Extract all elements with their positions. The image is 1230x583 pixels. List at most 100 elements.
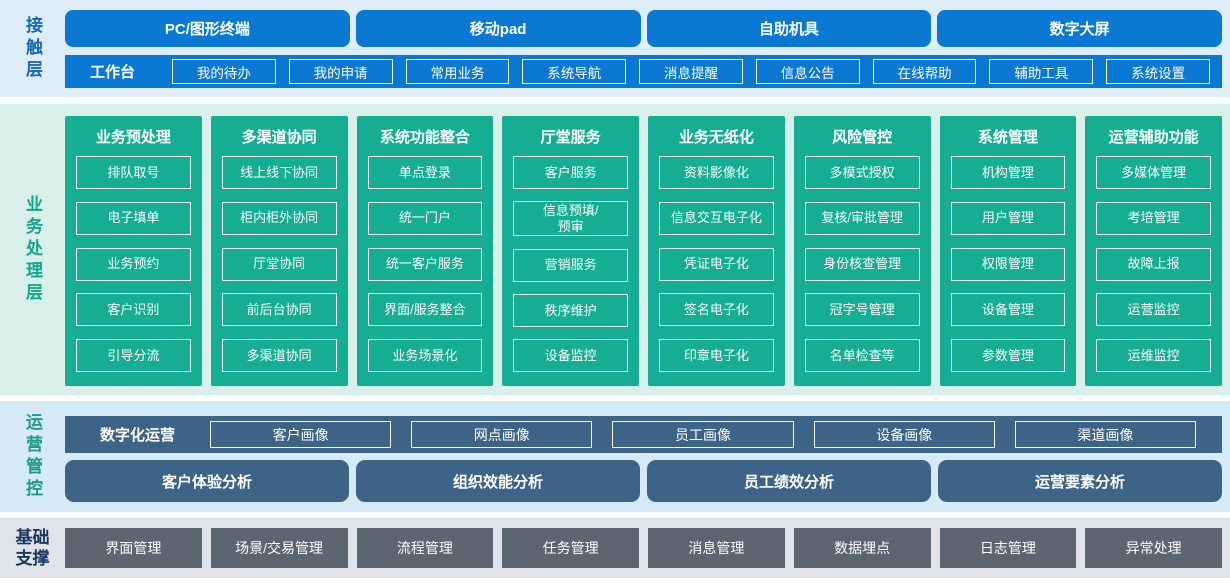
- workbench-bar: 工作台 我的待办我的申请常用业务系统导航消息提醒信息公告在线帮助辅助工具系统设置: [65, 55, 1222, 88]
- channel-button[interactable]: 数字大屏: [937, 10, 1222, 47]
- foundation-item[interactable]: 场景/交易管理: [210, 528, 348, 568]
- workbench-item[interactable]: 我的待办: [172, 59, 276, 84]
- workbench-item[interactable]: 系统设置: [1106, 59, 1211, 84]
- column-title: 业务预处理: [95, 128, 171, 146]
- column-items: 单点登录统一门户统一客户服务界面/服务整合业务场景化: [367, 156, 483, 386]
- digital-ops-label: 数字化运营: [99, 427, 175, 444]
- column-item[interactable]: 故障上报: [1096, 247, 1211, 281]
- column-item[interactable]: 凭证电子化: [659, 247, 774, 281]
- operations-label: 运营管控: [23, 412, 42, 501]
- foundation-item[interactable]: 异常处理: [1085, 528, 1222, 568]
- column-item[interactable]: 营销服务: [513, 248, 628, 282]
- column-item[interactable]: 引导分流: [76, 339, 191, 372]
- business-content: 业务预处理排队取号电子填单业务预约客户识别引导分流多渠道协同线上线下协同柜内柜外…: [65, 104, 1230, 395]
- workbench-item[interactable]: 消息提醒: [639, 59, 743, 84]
- workbench-items: 我的待办我的申请常用业务系统导航消息提醒信息公告在线帮助辅助工具系统设置: [172, 59, 1211, 84]
- business-column: 业务无纸化资料影像化信息交互电子化凭证电子化签名电子化印章电子化: [648, 116, 785, 386]
- column-item[interactable]: 印章电子化: [659, 339, 774, 372]
- column-item[interactable]: 多渠道协同: [221, 339, 337, 372]
- business-column: 风险管控多模式授权复核/审批管理身份核查管理冠字号管理名单检查等: [793, 116, 931, 386]
- foundation-item[interactable]: 数据埋点: [793, 528, 931, 568]
- column-item[interactable]: 多媒体管理: [1096, 156, 1211, 189]
- business-layer-section: 业务处理层 业务预处理排队取号电子填单业务预约客户识别引导分流多渠道协同线上线下…: [0, 104, 1230, 395]
- column-item[interactable]: 统一客户服务: [367, 247, 483, 281]
- business-column: 系统管理机构管理用户管理权限管理设备管理参数管理: [939, 116, 1077, 386]
- workbench-item[interactable]: 常用业务: [405, 59, 510, 84]
- column-item[interactable]: 信息交互电子化: [659, 201, 774, 235]
- column-item[interactable]: 客户服务: [513, 156, 628, 189]
- business-layer-label-wrap: 业务处理层: [0, 104, 65, 395]
- column-item[interactable]: 运维监控: [1096, 339, 1211, 372]
- operations-section: 运营管控 数字化运营 客户画像网点画像员工画像设备画像渠道画像 客户体验分析组织…: [0, 401, 1230, 512]
- column-item[interactable]: 业务场景化: [367, 339, 483, 372]
- column-item[interactable]: 权限管理: [950, 247, 1066, 281]
- column-item[interactable]: 线上线下协同: [221, 156, 337, 189]
- column-item[interactable]: 运营监控: [1096, 293, 1211, 327]
- column-item[interactable]: 参数管理: [950, 339, 1066, 372]
- workbench-item[interactable]: 我的申请: [288, 59, 393, 84]
- foundation-section: 基础支撑 界面管理场景/交易管理流程管理任务管理消息管理数据埋点日志管理异常处理: [0, 518, 1230, 578]
- foundation-item[interactable]: 消息管理: [648, 528, 785, 568]
- analysis-row: 客户体验分析组织效能分析员工绩效分析运营要素分析: [65, 460, 1222, 502]
- channel-button[interactable]: 自助机具: [646, 10, 932, 47]
- analysis-item[interactable]: 运营要素分析: [938, 460, 1222, 502]
- column-item[interactable]: 设备监控: [513, 339, 628, 372]
- foundation-item[interactable]: 日志管理: [939, 528, 1077, 568]
- column-item[interactable]: 多模式授权: [804, 156, 920, 189]
- portrait-item[interactable]: 客户画像: [210, 421, 392, 448]
- column-item[interactable]: 前后台协同: [221, 293, 337, 327]
- channel-button[interactable]: 移动pad: [355, 10, 641, 47]
- column-item[interactable]: 机构管理: [950, 156, 1066, 189]
- portrait-item[interactable]: 设备画像: [813, 421, 995, 448]
- business-layer-label: 业务处理层: [23, 194, 42, 305]
- column-item[interactable]: 秩序维护: [513, 293, 628, 327]
- channel-button[interactable]: PC/图形终端: [65, 10, 350, 47]
- operations-label-wrap: 运营管控: [0, 401, 65, 512]
- column-items: 线上线下协同柜内柜外协同厅堂协同前后台协同多渠道协同: [221, 156, 337, 386]
- column-item[interactable]: 界面/服务整合: [367, 293, 483, 327]
- column-item[interactable]: 名单检查等: [804, 339, 920, 372]
- column-item[interactable]: 单点登录: [367, 156, 483, 189]
- column-item[interactable]: 用户管理: [950, 201, 1066, 235]
- analysis-item[interactable]: 客户体验分析: [65, 460, 349, 502]
- column-items: 资料影像化信息交互电子化凭证电子化签名电子化印章电子化: [659, 156, 774, 386]
- column-item[interactable]: 冠字号管理: [804, 293, 920, 327]
- workbench-item[interactable]: 辅助工具: [989, 59, 1094, 84]
- column-item[interactable]: 柜内柜外协同: [221, 201, 337, 235]
- contact-layer-label-wrap: 接触层: [0, 0, 65, 97]
- workbench-item[interactable]: 系统导航: [522, 59, 627, 84]
- column-title: 厅堂服务: [540, 128, 601, 146]
- analysis-item[interactable]: 员工绩效分析: [647, 460, 931, 502]
- foundation-row: 界面管理场景/交易管理流程管理任务管理消息管理数据埋点日志管理异常处理: [65, 528, 1222, 568]
- column-item[interactable]: 电子填单: [76, 201, 191, 235]
- portrait-item[interactable]: 网点画像: [411, 421, 593, 448]
- column-item[interactable]: 签名电子化: [659, 293, 774, 327]
- analysis-item[interactable]: 组织效能分析: [356, 460, 640, 502]
- foundation-item[interactable]: 界面管理: [65, 528, 202, 568]
- column-item[interactable]: 厅堂协同: [221, 247, 337, 281]
- foundation-item[interactable]: 流程管理: [356, 528, 494, 568]
- column-item[interactable]: 身份核查管理: [804, 247, 920, 281]
- column-item[interactable]: 业务预约: [76, 247, 191, 281]
- business-column: 业务预处理排队取号电子填单业务预约客户识别引导分流: [65, 116, 202, 386]
- operations-content: 数字化运营 客户画像网点画像员工画像设备画像渠道画像 客户体验分析组织效能分析员…: [65, 401, 1230, 512]
- workbench-item[interactable]: 信息公告: [755, 59, 860, 84]
- business-column: 运营辅助功能多媒体管理考培管理故障上报运营监控运维监控: [1085, 116, 1222, 386]
- column-item[interactable]: 排队取号: [76, 156, 191, 189]
- column-item[interactable]: 设备管理: [950, 293, 1066, 327]
- column-title: 风险管控: [832, 128, 893, 146]
- workbench-item[interactable]: 在线帮助: [872, 59, 977, 84]
- column-item[interactable]: 资料影像化: [659, 156, 774, 189]
- column-item[interactable]: 信息预填/ 预审: [513, 201, 628, 237]
- column-item[interactable]: 考培管理: [1096, 201, 1211, 235]
- foundation-item[interactable]: 任务管理: [502, 528, 639, 568]
- digital-ops-bar: 数字化运营 客户画像网点画像员工画像设备画像渠道画像: [65, 416, 1222, 453]
- portrait-item[interactable]: 渠道画像: [1014, 421, 1197, 448]
- portrait-item[interactable]: 员工画像: [612, 421, 794, 448]
- column-item[interactable]: 复核/审批管理: [804, 201, 920, 235]
- column-items: 机构管理用户管理权限管理设备管理参数管理: [950, 156, 1066, 386]
- column-item[interactable]: 统一门户: [367, 201, 483, 235]
- column-item[interactable]: 客户识别: [76, 293, 191, 327]
